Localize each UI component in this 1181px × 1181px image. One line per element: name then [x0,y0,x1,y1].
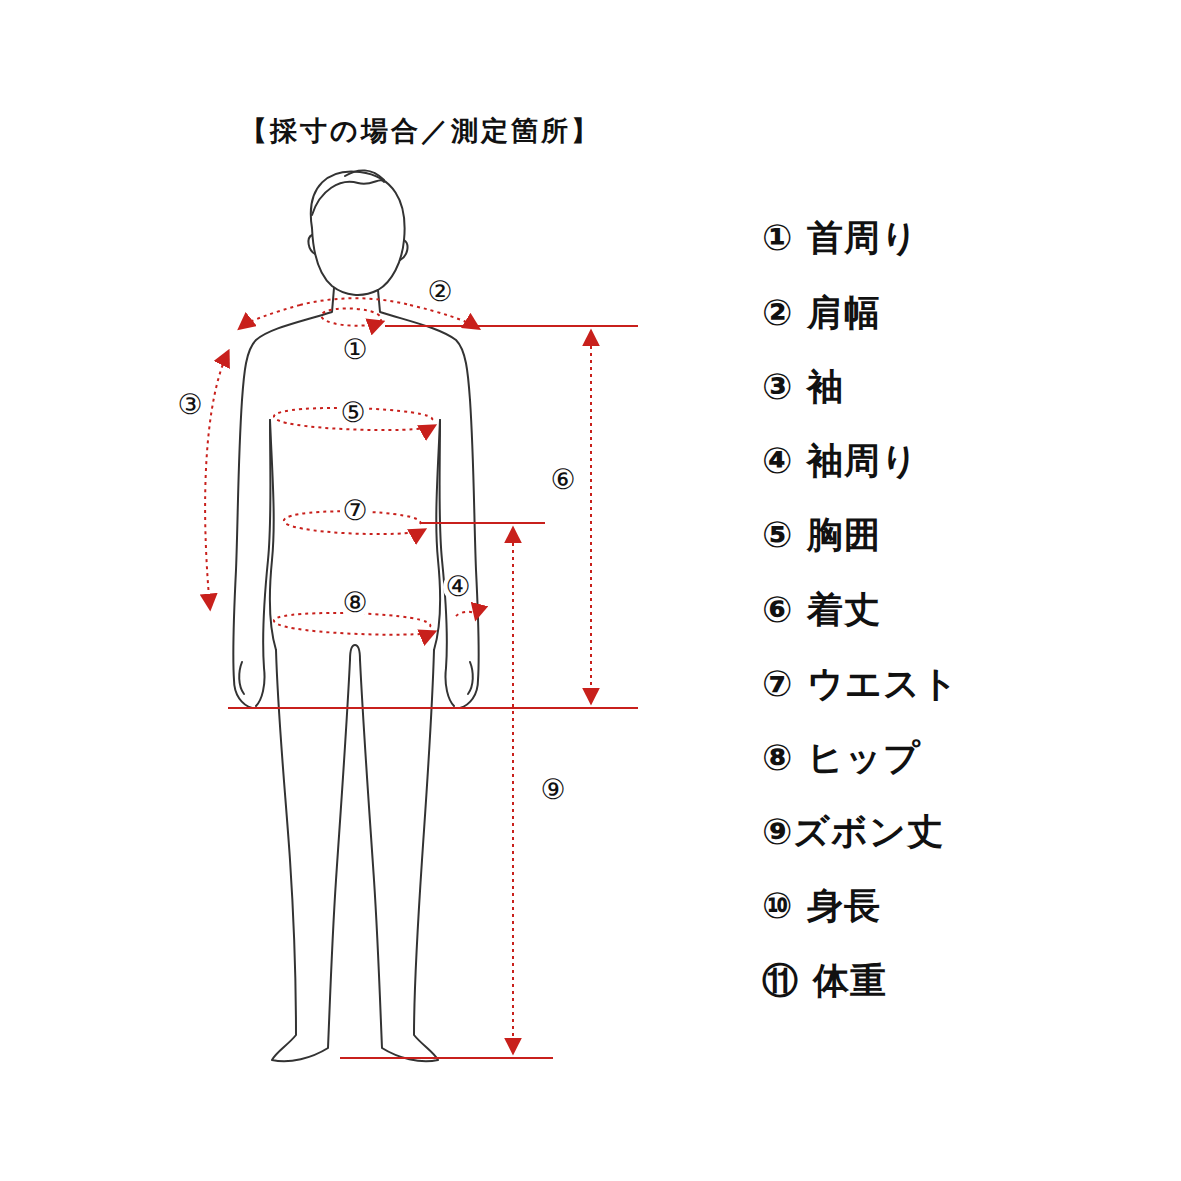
callout-number: ④ [443,572,472,603]
measurement-item: ⑦ ウエスト [762,664,959,704]
measurement-item: ① 首周り [762,218,919,258]
measurement-item: ⑥ 着丈 [762,590,881,630]
measurement-item: ⑤ 胸囲 [762,515,881,555]
callout-number: ③ [175,390,204,421]
measurement-item: ⑧ ヒップ [762,738,921,778]
callout-number: ⑧ [340,588,369,619]
callout-number: ⑥ [548,465,577,496]
callout-number: ⑤ [338,398,367,429]
measurement-item: ② 肩幅 [762,293,881,333]
callout-number: ⑨ [538,775,567,806]
measurement-item: ⑩ 身長 [762,886,881,926]
diagram-title: 【採寸の場合／測定箇所】 [240,116,601,146]
measurement-item: ⑪ 体重 [762,961,887,1001]
measurement-item: ⑨ズボン丈 [762,812,944,852]
measurement-item: ④ 袖周り [762,441,919,481]
callout-number: ① [340,335,369,366]
callout-number: ② [425,277,454,308]
callout-number: ⑦ [340,496,369,527]
measurement-item: ③ 袖 [762,367,844,407]
